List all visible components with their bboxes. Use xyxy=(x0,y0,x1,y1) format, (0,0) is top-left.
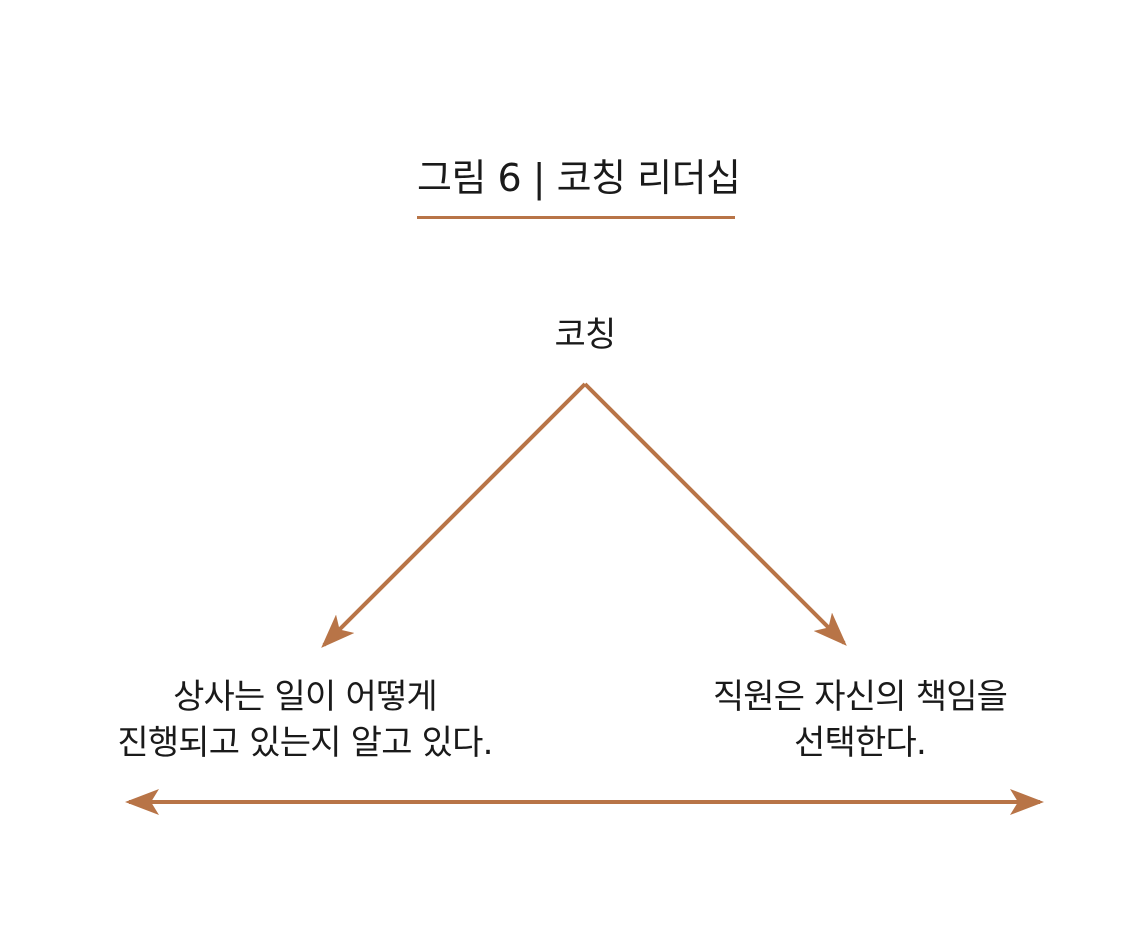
node-boss-line-2: 진행되고 있는지 알고 있다. xyxy=(117,723,493,763)
arrow-coaching-to-employee xyxy=(583,382,847,646)
node-coaching: 코칭 xyxy=(554,315,617,355)
title-underline xyxy=(417,216,735,219)
node-employee-line-2: 선택한다. xyxy=(794,723,927,763)
figure-title: 그림 6 | 코칭 리더십 xyxy=(417,156,741,200)
node-employee-line-1: 직원은 자신의 책임을 xyxy=(712,677,1008,717)
node-employee-chooses-responsibility: 직원은 자신의 책임을 선택한다. xyxy=(660,674,1060,766)
node-boss-knows-progress: 상사는 일이 어떻게 진행되고 있는지 알고 있다. xyxy=(60,674,550,766)
node-boss-line-1: 상사는 일이 어떻게 xyxy=(173,677,438,717)
arrow-coaching-to-boss xyxy=(321,382,587,648)
